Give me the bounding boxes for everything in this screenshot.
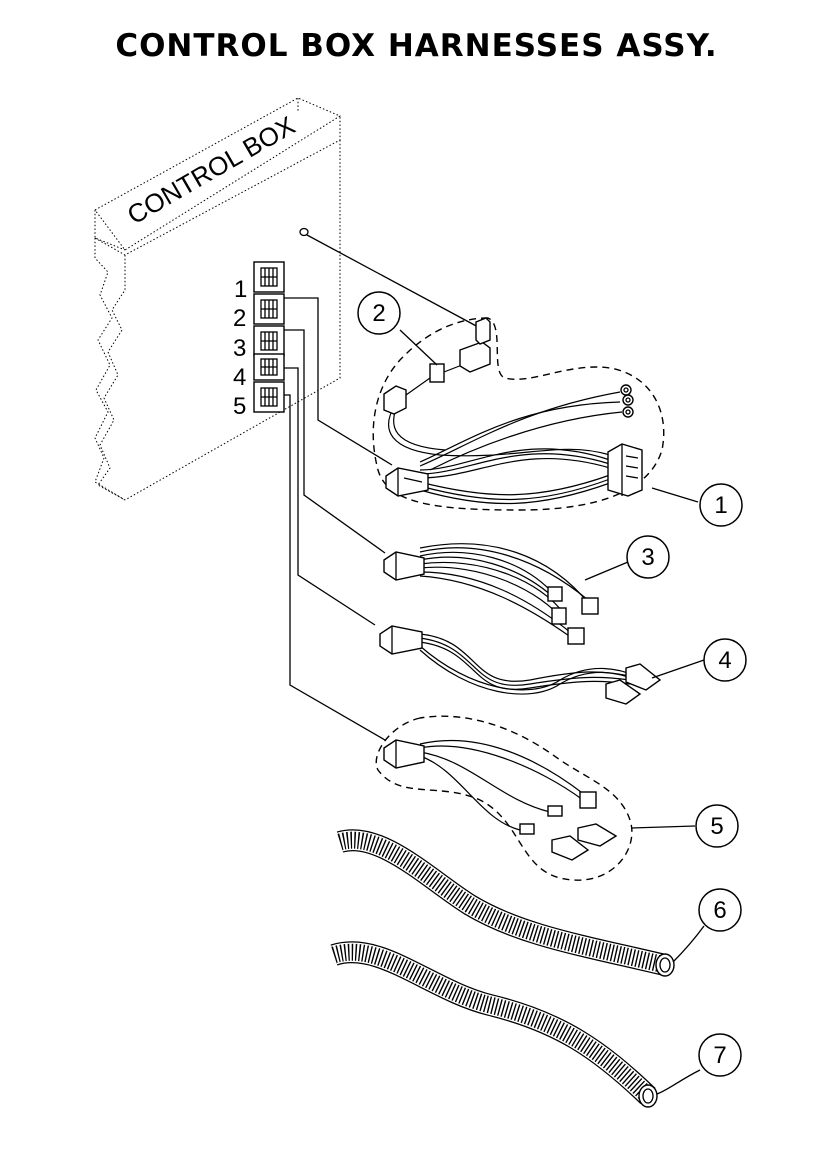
callout-3-label: 3 bbox=[641, 544, 654, 571]
hose-7 bbox=[330, 941, 658, 1108]
port-number-2: 2 bbox=[233, 305, 246, 332]
port-1 bbox=[253, 261, 285, 293]
control-box-label: CONTROL BOX bbox=[122, 110, 300, 230]
harness-2-fuse bbox=[383, 317, 491, 415]
control-box: CONTROL BOX bbox=[94, 97, 342, 501]
port-5 bbox=[253, 381, 285, 413]
port-number-1: 1 bbox=[234, 276, 247, 303]
port-leader-lines bbox=[284, 234, 481, 741]
callout-2: 2 bbox=[357, 291, 401, 335]
hose-6 bbox=[336, 829, 675, 977]
port-2 bbox=[253, 293, 285, 325]
harness-5 bbox=[375, 715, 633, 881]
harness-4 bbox=[379, 625, 662, 705]
harness-1 bbox=[372, 317, 665, 511]
callout-6-label: 6 bbox=[713, 897, 726, 924]
ground-hole bbox=[299, 227, 309, 237]
harness-3 bbox=[383, 543, 599, 645]
callout-6: 6 bbox=[698, 888, 742, 932]
callout-7: 7 bbox=[698, 1033, 742, 1077]
diagram-title: CONTROL BOX HARNESSES ASSY. bbox=[115, 28, 718, 64]
port-4 bbox=[253, 353, 285, 381]
port-number-3: 3 bbox=[233, 335, 246, 362]
callout-1-label: 1 bbox=[714, 492, 727, 519]
callout-leaders bbox=[399, 329, 705, 1095]
callout-5-label: 5 bbox=[710, 813, 723, 840]
port-number-5: 5 bbox=[233, 393, 246, 420]
callout-1: 1 bbox=[699, 483, 743, 527]
port-number-4: 4 bbox=[233, 364, 246, 391]
callout-3: 3 bbox=[626, 535, 670, 579]
port-3 bbox=[253, 325, 285, 357]
callout-7-label: 7 bbox=[713, 1042, 726, 1069]
callout-5: 5 bbox=[695, 804, 739, 848]
port-stack: 1 2 3 4 5 bbox=[233, 261, 285, 420]
callout-2-label: 2 bbox=[372, 300, 385, 327]
callout-4-label: 4 bbox=[718, 647, 731, 674]
callout-4: 4 bbox=[703, 638, 747, 682]
